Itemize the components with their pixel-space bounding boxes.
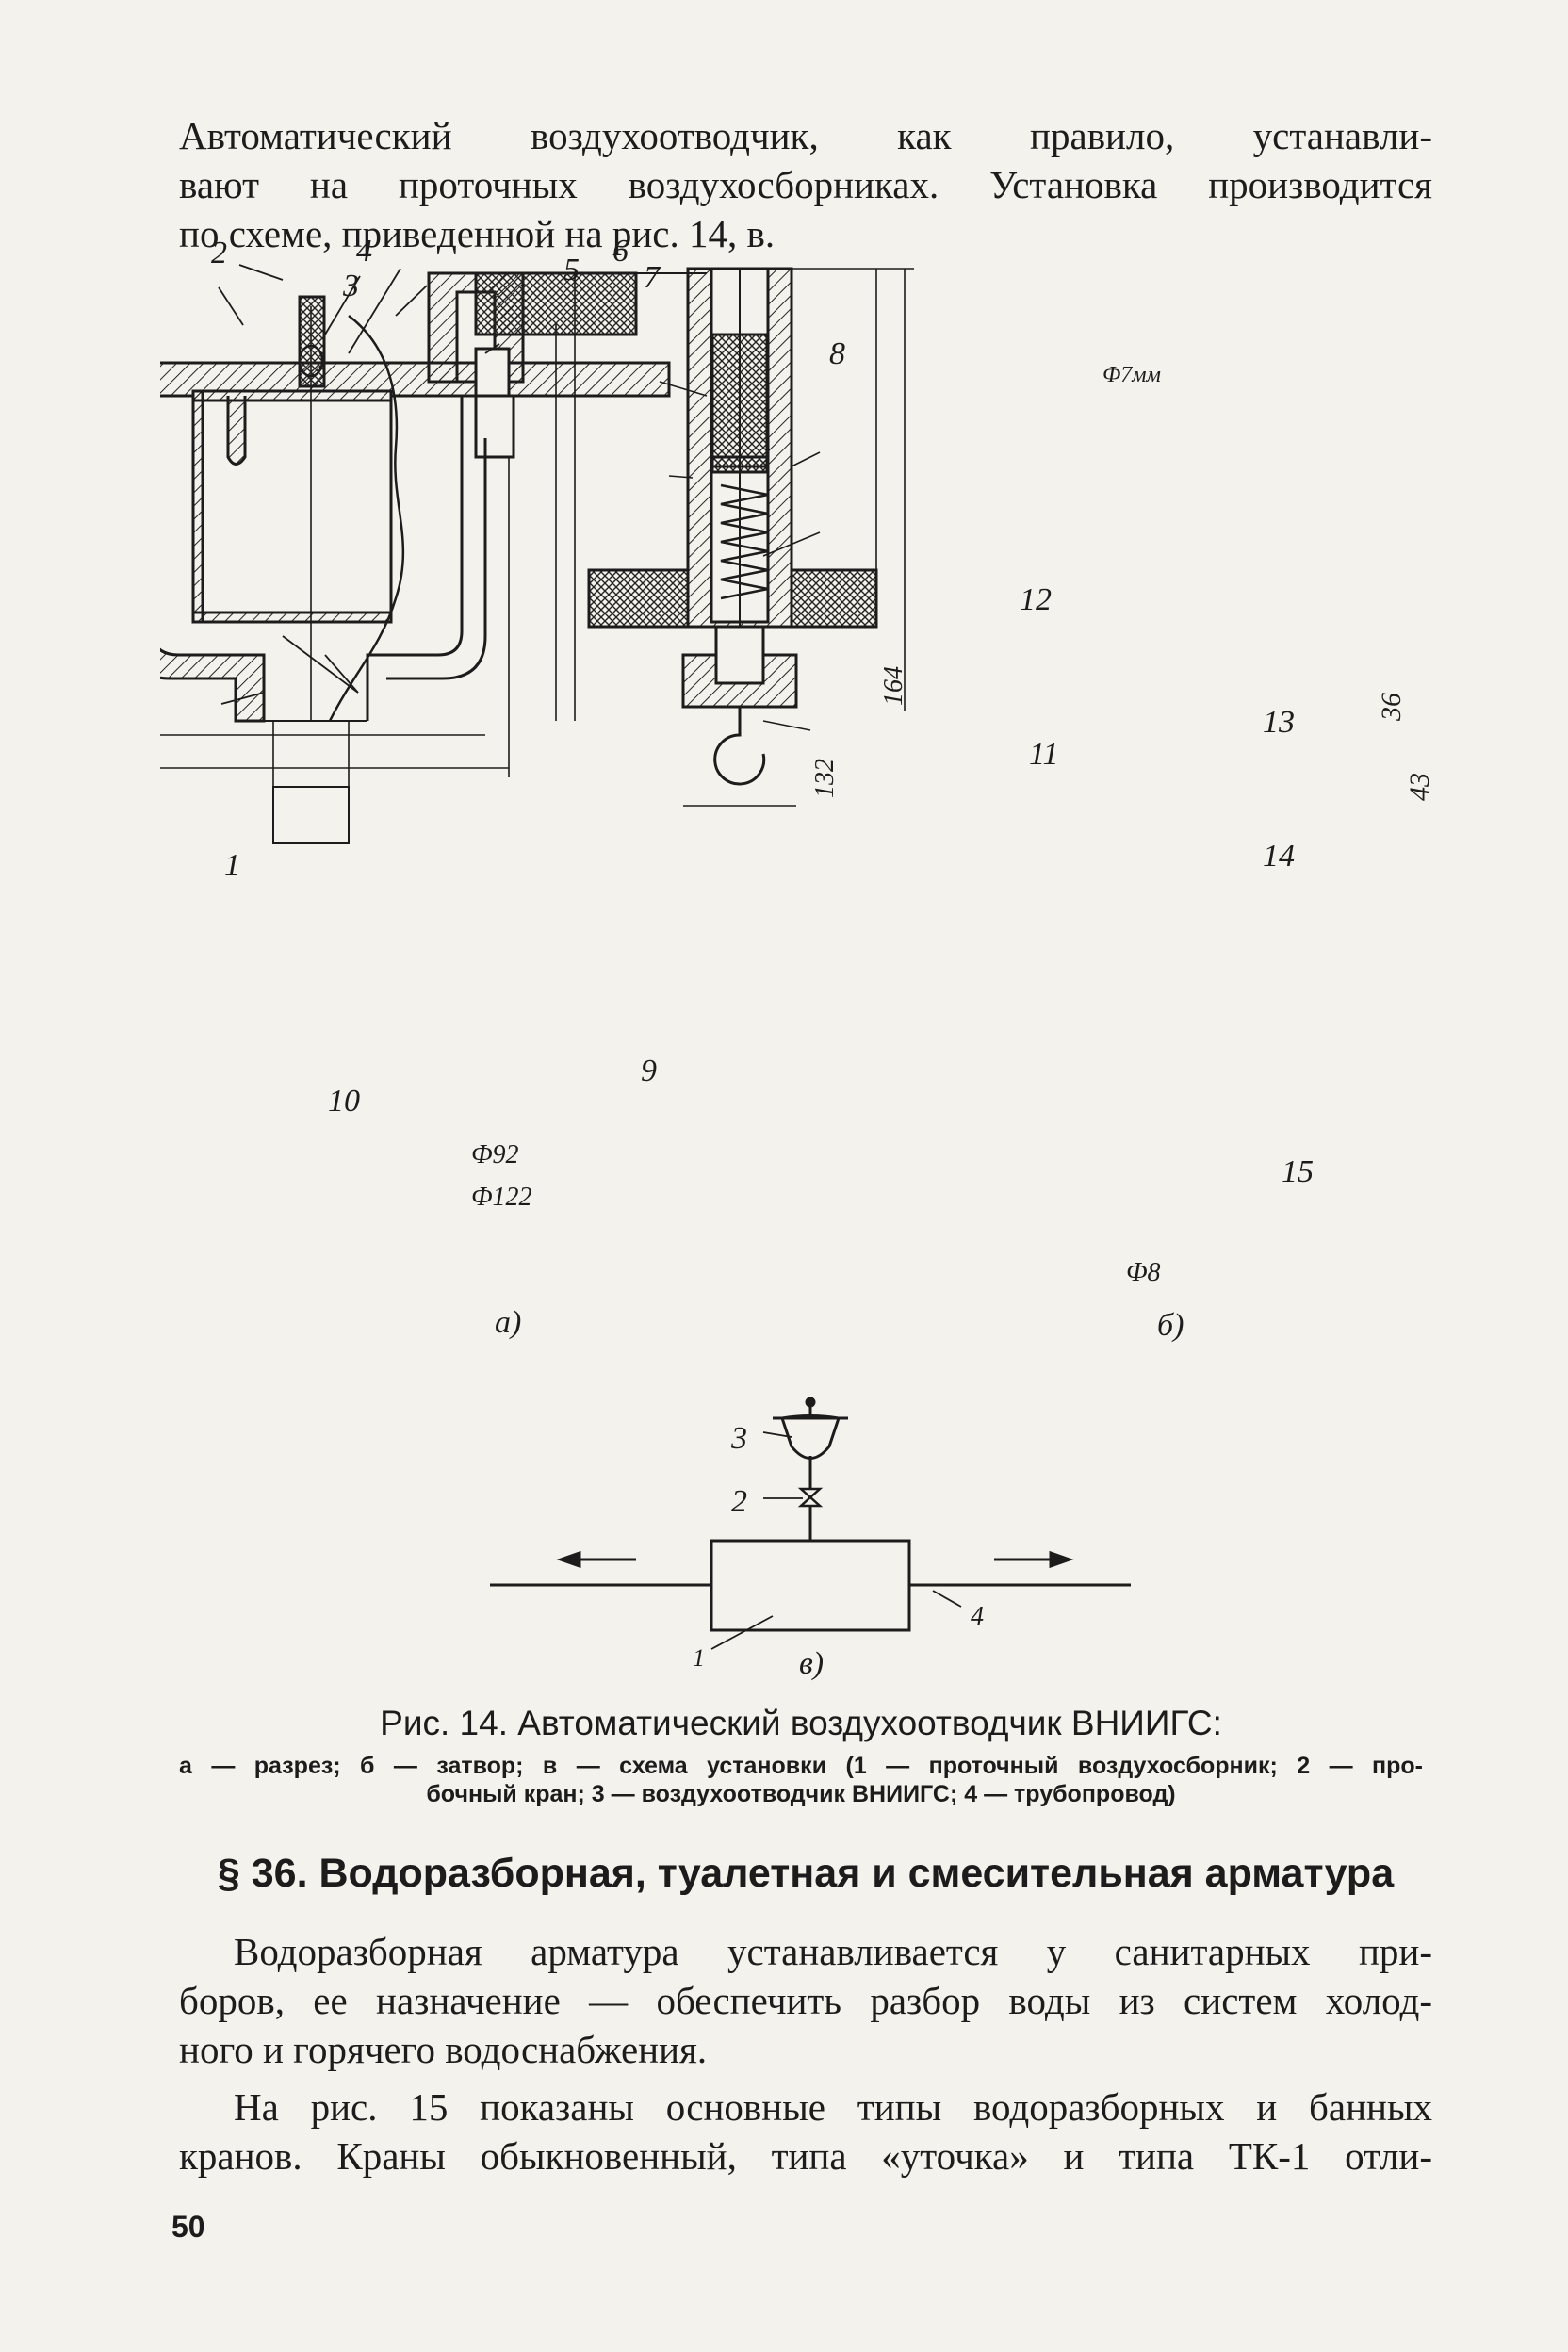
body2-line-1: На рис. 15 показаны основные типы водора…	[234, 2085, 1432, 2129]
panel-label-v: в)	[799, 1646, 825, 1681]
label-a-6: 6	[612, 234, 629, 269]
figure-14-drawings	[160, 264, 914, 844]
body-paragraph-2: На рис. 15 показаны основные типы водора…	[179, 2082, 1432, 2180]
caption-legend: а — разрез; б — затвор; в — схема устано…	[179, 1752, 1423, 1808]
page-number: 50	[172, 2210, 205, 2244]
dim-a-h132: 132	[810, 759, 840, 798]
panel-label-a: а)	[495, 1305, 522, 1340]
caption-title: Рис. 14. Автоматический воздухоотводчик …	[380, 1704, 1222, 1742]
intro-line-1: Автоматический воздухоотводчик, как прав…	[179, 114, 1432, 157]
label-b-14: 14	[1263, 839, 1295, 874]
dim-a-d92: Ф92	[471, 1140, 519, 1169]
label-v-1: 1	[693, 1644, 705, 1672]
label-b-13: 13	[1263, 705, 1295, 740]
label-a-2: 2	[211, 236, 227, 270]
label-v-2: 2	[731, 1484, 747, 1519]
label-b-12: 12	[1020, 582, 1052, 617]
body1-line-3: ного и горячего водоснабжения.	[179, 2028, 708, 2071]
label-a-8: 8	[829, 336, 845, 371]
body-paragraph-1: Водоразборная арматура устанавливается у…	[179, 1927, 1432, 2074]
dim-b-d8: Ф8	[1126, 1258, 1161, 1287]
label-b-15: 15	[1282, 1154, 1314, 1189]
intro-line-2: вают на проточных воздухосборниках. Уста…	[179, 163, 1432, 206]
drawing-b-valve	[587, 267, 878, 786]
dim-a-h164: 164	[879, 666, 908, 706]
body2-line-2: кранов. Краны обыкновенный, типа «уточка…	[179, 2134, 1432, 2178]
intro-paragraph: Автоматический воздухоотводчик, как прав…	[179, 111, 1432, 258]
drawing-a-section	[160, 271, 707, 844]
figure-caption: Рис. 14. Автоматический воздухоотводчик …	[179, 1701, 1423, 1808]
intro-line-3: по схеме, приведенной на рис. 14, в.	[179, 212, 776, 255]
label-v-3: 3	[731, 1421, 747, 1456]
dim-b-d7: Ф7мм	[1102, 363, 1161, 387]
label-a-1: 1	[224, 848, 240, 883]
section-heading: § 36. Водоразборная, туалетная и смесите…	[217, 1851, 1395, 1896]
label-a-10: 10	[328, 1084, 360, 1119]
label-a-7: 7	[644, 260, 660, 295]
dim-b-h43: 43	[1404, 773, 1435, 801]
label-a-4: 4	[356, 234, 372, 269]
label-a-9: 9	[641, 1054, 657, 1088]
dim-a-d122: Ф122	[471, 1183, 532, 1212]
figure-14-scheme	[490, 1396, 1131, 1650]
label-b-11: 11	[1029, 737, 1059, 772]
panel-label-b: б)	[1157, 1308, 1184, 1343]
caption-legend-line-1: а — разрез; б — затвор; в — схема устано…	[179, 1753, 1423, 1779]
label-a-3: 3	[343, 269, 359, 303]
dim-b-h36: 36	[1376, 693, 1407, 721]
label-a-5: 5	[564, 253, 580, 287]
body1-line-1: Водоразборная арматура устанавливается у…	[234, 1930, 1432, 1973]
body1-line-2: боров, ее назначение — обеспечить разбор…	[179, 1979, 1432, 2022]
drawing-b-dimensions	[659, 268, 914, 807]
caption-legend-line-2: бочный кран; 3 — воздухоотводчик ВНИИГС;…	[426, 1781, 1176, 1807]
label-v-4: 4	[971, 1602, 984, 1631]
drawing-a-dimensions	[160, 273, 576, 787]
drawing-a-leaders	[218, 264, 500, 705]
